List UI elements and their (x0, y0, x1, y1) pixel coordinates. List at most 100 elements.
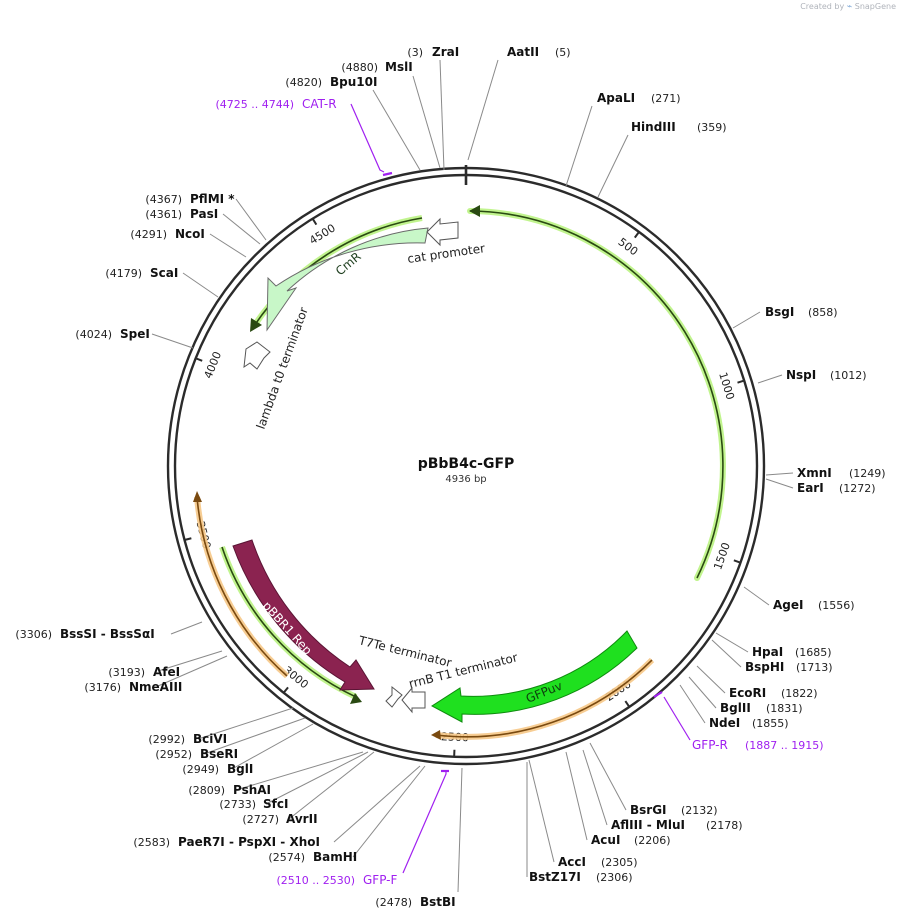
site-name[interactable]: NspI (786, 368, 816, 382)
feature-cmr-arrow[interactable] (266, 227, 429, 332)
site-leader-line (151, 333, 194, 349)
site-name[interactable]: BspHI (745, 660, 784, 674)
site-name[interactable]: SfcI (263, 797, 288, 811)
site-name[interactable]: BglI (227, 762, 253, 776)
snapgene-logo-icon: ⌁ (846, 2, 853, 12)
feature-lambda-t0-arrow[interactable] (243, 341, 271, 370)
site-pos: (1822) (781, 687, 818, 700)
site-name[interactable]: HpaI (752, 645, 783, 659)
site-pos: (3193) (108, 666, 145, 679)
site-name[interactable]: AfeI (153, 665, 180, 679)
site-pos: (2478) (375, 896, 412, 909)
site-name[interactable]: PshAI (233, 783, 271, 797)
site-name[interactable]: BseRI (200, 747, 238, 761)
feature-cat-promoter-arrow[interactable] (426, 217, 459, 247)
primer-name[interactable]: CAT-R (302, 97, 337, 111)
ruler-tick-label: 4500 (307, 222, 338, 248)
site-name[interactable]: BsgI (765, 305, 794, 319)
site-name[interactable]: PflMI * (190, 192, 235, 206)
site-name[interactable]: ZraI (432, 45, 459, 59)
site-pos: (4880) (341, 61, 378, 74)
site-pos: (4820) (285, 76, 322, 89)
site-pos: (1831) (766, 702, 803, 715)
site-leader-line (333, 765, 421, 843)
site-leader-line (352, 765, 426, 858)
site-name[interactable]: NmeAIII (129, 680, 182, 694)
ruler-tick (633, 231, 640, 239)
site-name[interactable]: EarI (797, 481, 824, 495)
site-leader-line (528, 759, 555, 863)
primer-range: (1887 .. 1915) (745, 739, 824, 752)
site-leader-line (157, 650, 223, 672)
site-leader-line (209, 233, 247, 258)
site-name[interactable]: BssSI - BssSαI (60, 627, 155, 641)
site-leader-line (235, 198, 267, 241)
site-pos: (2305) (601, 856, 638, 869)
site-name[interactable]: PaeR7I - PspXI - XhoI (178, 835, 320, 849)
site-name[interactable]: AvrII (286, 812, 318, 826)
site-leader-line (235, 751, 364, 791)
site-pos: (858) (808, 306, 838, 319)
site-name[interactable]: HindIII (631, 120, 676, 134)
feature-t7te-arrow[interactable] (385, 685, 403, 708)
site-name[interactable]: BciVI (193, 732, 227, 746)
site-pos: (1685) (795, 646, 832, 659)
site-leader-line (565, 751, 588, 841)
site-leader-line (711, 639, 742, 668)
primer-leader-gfp-r (663, 696, 691, 741)
site-name[interactable]: NdeI (709, 716, 740, 730)
site-leader-line (412, 75, 441, 169)
site-pos: (2727) (242, 813, 279, 826)
site-pos: (2949) (182, 763, 219, 776)
site-pos: (5) (555, 46, 571, 59)
site-leader-line (597, 134, 629, 198)
site-name[interactable]: BstBI (420, 895, 456, 909)
site-leader-line (157, 655, 228, 687)
attribution-text: Created by (800, 2, 845, 11)
site-name[interactable]: XmnI (797, 466, 832, 480)
feature-arc-right[interactable] (467, 208, 726, 581)
snapgene-attribution: Created by ⌁ SnapGene (800, 2, 896, 12)
site-name[interactable]: ScaI (150, 266, 178, 280)
site-pos: (2952) (155, 748, 192, 761)
site-name[interactable]: BstZ17I (529, 870, 581, 884)
site-pos: (2733) (219, 798, 256, 811)
site-name[interactable]: MslI (385, 60, 413, 74)
site-name[interactable]: EcoRI (729, 686, 766, 700)
site-leader-line (439, 59, 445, 171)
site-name[interactable]: AatII (507, 45, 539, 59)
site-name[interactable]: BamHI (313, 850, 357, 864)
site-pos: (1713) (796, 661, 833, 674)
ruler-tick (737, 379, 745, 384)
site-name[interactable]: PasI (190, 207, 218, 221)
site-name[interactable]: AgeI (773, 598, 803, 612)
site-name[interactable]: SpeI (120, 327, 150, 341)
feature-label-t7te: T7Te terminator (356, 633, 453, 670)
attribution-brand: SnapGene (854, 2, 896, 11)
site-name[interactable]: AccI (558, 855, 586, 869)
site-leader-line (696, 665, 726, 694)
site-leader-line (231, 723, 314, 770)
site-name[interactable]: NcoI (175, 227, 205, 241)
site-pos: (3176) (84, 681, 121, 694)
primer-range: (2510 .. 2530) (276, 874, 355, 887)
site-name[interactable]: BsrGI (630, 803, 667, 817)
site-name[interactable]: ApaLI (597, 91, 635, 105)
ruler-tick (311, 218, 318, 226)
site-name[interactable]: Bpu10I (330, 75, 377, 89)
feature-gfpuv-arrow[interactable] (431, 630, 638, 723)
site-name[interactable]: BglII (720, 701, 751, 715)
site-leader-line (182, 272, 219, 298)
site-leader-line (765, 478, 794, 489)
primer-name[interactable]: GFP-F (363, 873, 398, 887)
feature-label-cmr: CmR (333, 249, 364, 278)
feature-pbbr1-rep-arrow[interactable] (232, 539, 375, 691)
site-leader-line (457, 767, 463, 893)
site-pos: (2992) (148, 733, 185, 746)
ruler-tick-label: 1000 (716, 371, 737, 402)
feature-rrnb-arrow[interactable] (401, 686, 426, 714)
primer-name[interactable]: GFP-R (692, 738, 728, 752)
site-name[interactable]: AflIII - MluI (611, 818, 685, 832)
ruler-tick (624, 700, 631, 708)
site-name[interactable]: AcuI (591, 833, 620, 847)
